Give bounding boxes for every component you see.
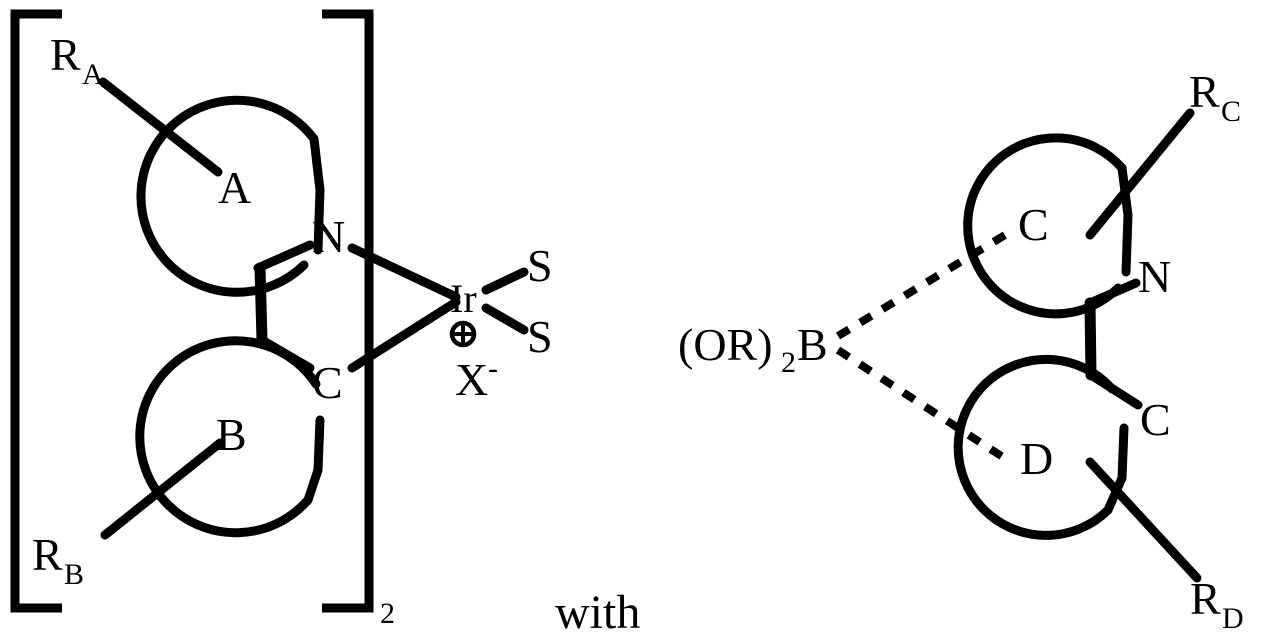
bracket-right [322,9,374,613]
bond-ring-d-to-c2 [1086,370,1143,410]
bond-ra [98,77,223,177]
atom-n2-label: N [1138,251,1171,302]
svg-text:A: A [82,58,104,91]
bond-ring-c-to-n2 [1085,278,1141,308]
ring-c-label: C [1018,199,1049,250]
ring-a [136,95,325,297]
ring-b-label: B [216,409,247,460]
ring-c [963,133,1133,319]
svg-text:R: R [32,529,63,580]
svg-text:X: X [455,354,488,405]
bond-ir-to-s-bottom [481,303,529,335]
subst-rd-label: R D [1190,573,1244,635]
svg-text:R: R [50,29,81,80]
bond-rc [1085,108,1195,240]
svg-text:R: R [1189,66,1220,117]
bond-n-to-ir [347,243,461,302]
connector-text: with [555,586,640,638]
dashed-bond-b-to-ring-c [835,228,1013,340]
subst-rc-label: R C [1189,66,1241,128]
bracket-subscript-2: 2 [380,597,395,630]
svg-text:B: B [797,319,828,370]
subst-rb-label: R B [32,529,84,591]
bond-ring-b-to-c [257,335,315,373]
svg-text:2: 2 [781,346,796,379]
boron-group-label: (OR) 2 B [678,319,828,379]
atom-c2-label: C [1140,394,1171,445]
svg-text:B: B [64,558,84,591]
subst-ra-label: R A [50,29,104,91]
ring-b [135,336,325,538]
bond-inter-ring [254,262,268,346]
ligand-s-bottom-label: S [527,311,553,362]
svg-text:C: C [1221,95,1241,128]
bond-rd [1085,457,1202,583]
atom-n-label: N [312,211,345,262]
atom-c-label: C [312,357,343,408]
svg-text:R: R [1190,573,1221,624]
svg-text:D: D [1222,602,1244,635]
ligand-s-top-label: S [527,240,553,291]
bond-inter-ring-right [1084,297,1097,381]
circled-plus-icon [449,320,477,348]
metal-ir-label: Ir [450,276,477,321]
ring-d-label: D [1020,433,1053,484]
bracket-left [10,9,62,613]
ring-d [953,354,1129,540]
svg-text:(OR): (OR) [678,319,773,370]
bond-ring-a-to-n [253,240,315,273]
ring-a-label: A [218,162,251,213]
svg-text:-: - [488,352,498,385]
bond-ir-to-s-top [481,267,529,295]
bond-c-to-ir [347,297,461,373]
counterion-x: X - [455,352,498,405]
bond-rb [100,438,225,540]
dashed-bond-b-to-ring-d [835,346,1015,467]
